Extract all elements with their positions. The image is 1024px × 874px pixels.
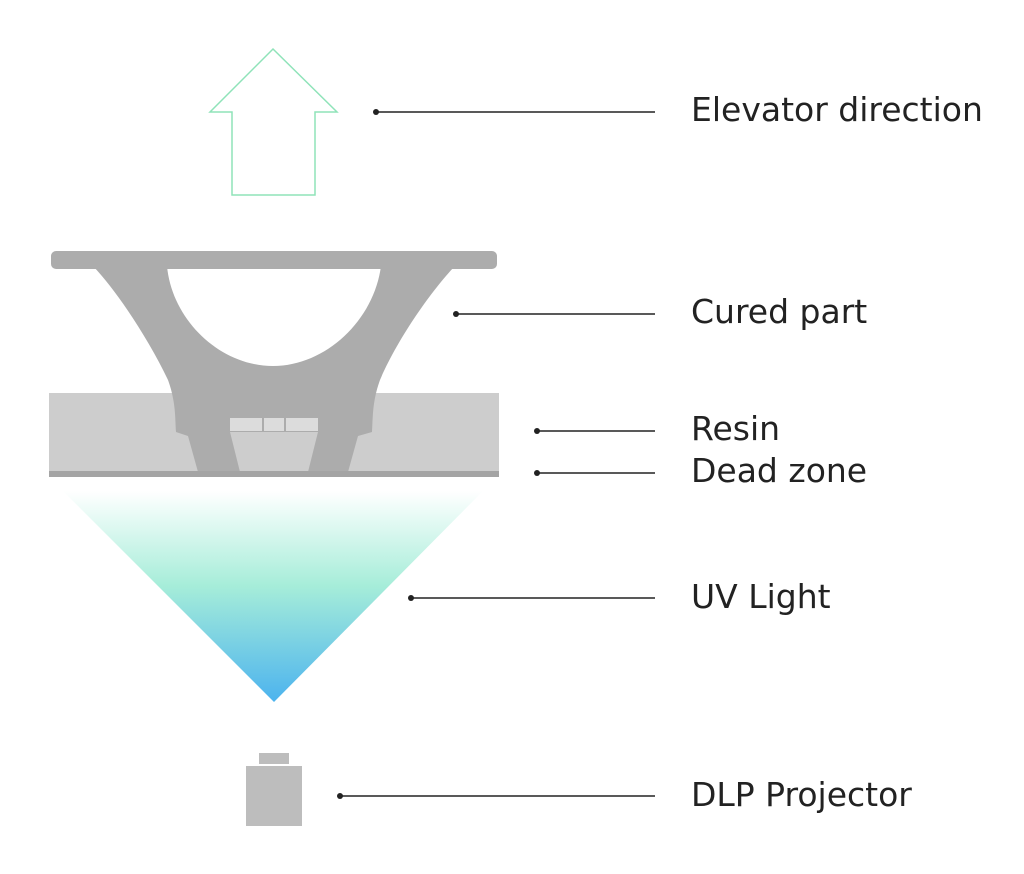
leader-dot [373,109,379,115]
part-detail [286,418,318,431]
dead-zone-layer [49,471,499,477]
projector-lens [259,753,289,764]
label-dlp-projector: DLP Projector [691,775,912,814]
cured-part [93,266,455,472]
label-dead-zone: Dead zone [691,451,868,490]
leader-dot [534,470,540,476]
label-resin: Resin [691,409,781,448]
build-platform [51,251,497,269]
up-arrow-icon [208,47,339,196]
label-elevator-direction: Elevator direction [691,90,983,129]
resin-gap [230,432,318,472]
leader-lines [340,111,655,797]
uv-light-cone [63,491,483,702]
label-uv-light: UV Light [691,577,831,616]
leader-dot [534,428,540,434]
leader-dot [337,793,343,799]
part-detail [264,418,284,431]
label-cured-part: Cured part [691,292,868,331]
leader-dot [408,595,414,601]
leader-dots [337,109,540,799]
projector-body [246,766,302,826]
part-detail [230,418,262,431]
leader-dot [453,311,459,317]
